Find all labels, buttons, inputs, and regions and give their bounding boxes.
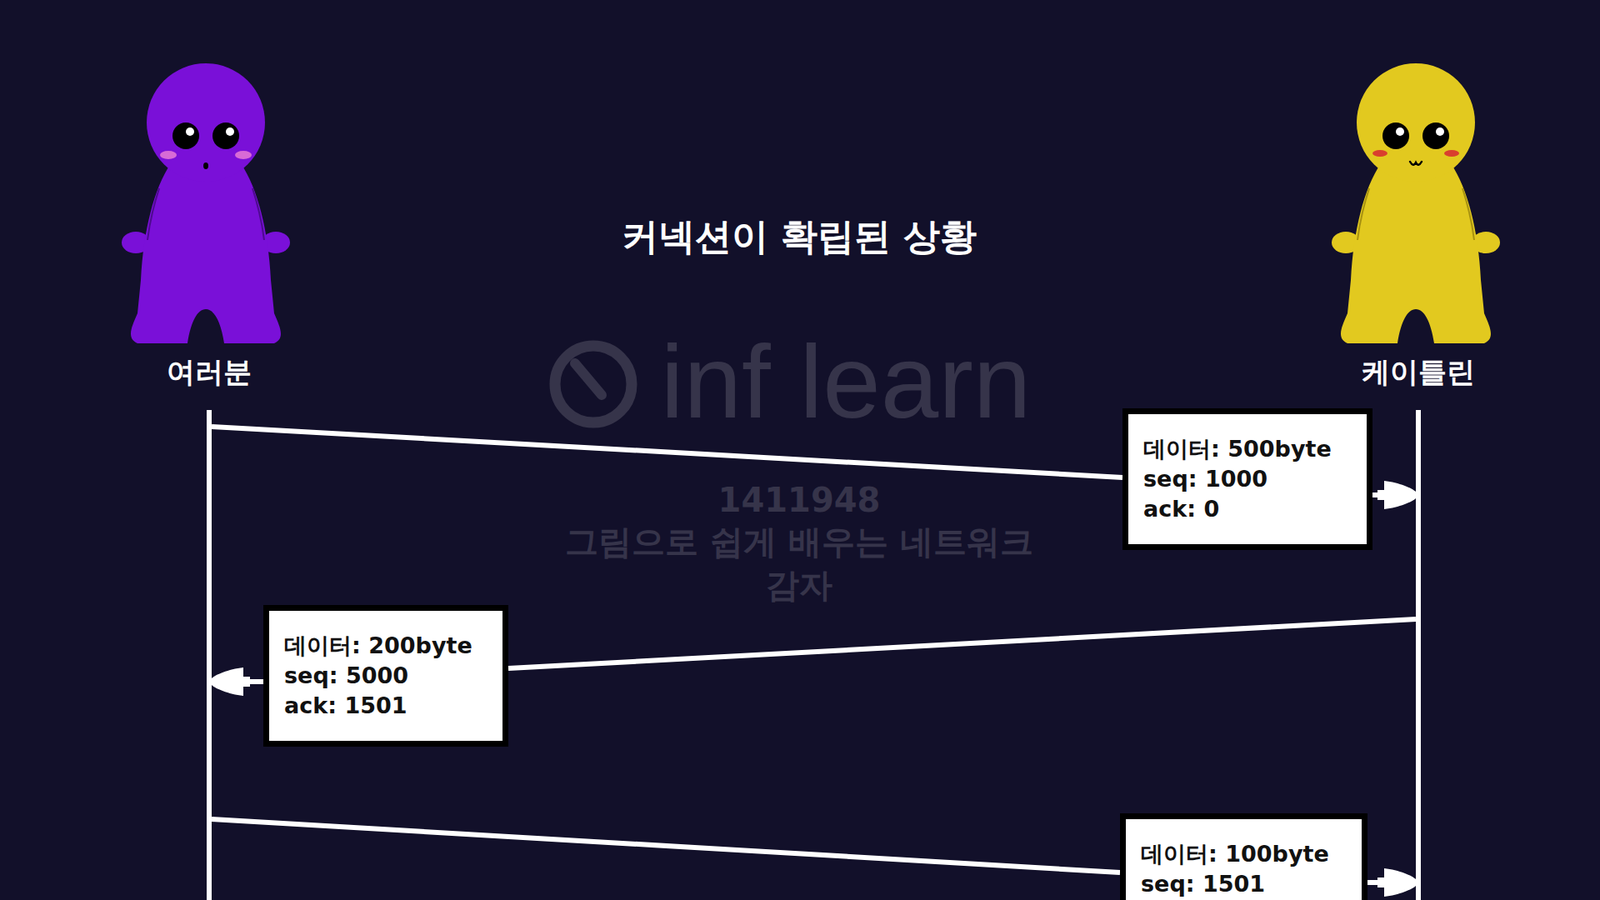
- message-field: ack: 1501: [284, 690, 481, 721]
- figure-eye: [1382, 122, 1410, 150]
- figure-head: [1356, 63, 1475, 182]
- figure-blush: [235, 150, 252, 160]
- message-field: 데이터: 100byte: [1140, 839, 1340, 870]
- message-box: 데이터: 100byteseq: 1501: [1120, 813, 1368, 900]
- watermark-icon: [555, 345, 632, 423]
- text-holder: 데이터: 100byteseq: 1501: [1140, 839, 1340, 900]
- text-holder: 데이터: 200byteseq: 5000ack: 1501: [284, 630, 481, 721]
- watermark-number: 1411948: [718, 480, 881, 520]
- message-field: 데이터: 200byte: [284, 630, 481, 661]
- eye-highlight: [1435, 127, 1445, 136]
- participant-name: 케이틀린: [1361, 355, 1475, 389]
- participant-name: 여러분: [166, 355, 252, 389]
- eye-highlight: [1395, 127, 1405, 136]
- figure-head: [146, 63, 265, 182]
- figure-eye: [1422, 122, 1450, 150]
- figure-blush: [1444, 150, 1460, 157]
- participant-lifeline: 여러분: [206, 410, 212, 900]
- message-field: seq: 1000: [1143, 464, 1345, 495]
- watermark-ring: [555, 345, 632, 423]
- message-field: 데이터: 500byte: [1143, 434, 1345, 465]
- figure-crease: [147, 188, 265, 240]
- figure-eye: [212, 122, 240, 150]
- message-box: 데이터: 200byteseq: 5000ack: 1501: [263, 605, 509, 747]
- figure-blush: [1372, 150, 1388, 157]
- eye-highlight: [185, 127, 195, 136]
- message-box: 데이터: 500byteseq: 1000ack: 0: [1122, 408, 1373, 550]
- message-arrow: [1372, 492, 1416, 498]
- figure-body: [1340, 163, 1491, 344]
- message-line: [508, 619, 1416, 669]
- figure-crease: [1357, 188, 1475, 240]
- yellow-figure: [1331, 63, 1500, 344]
- message-field: seq: 5000: [284, 660, 481, 691]
- message-field: seq: 1501: [1140, 869, 1340, 900]
- figure-mouth: [1410, 161, 1422, 165]
- message-arrow: [211, 679, 264, 685]
- eye-highlight: [225, 127, 235, 136]
- watermark-course: 그림으로 쉽게 배우는 네트워크: [565, 522, 1034, 561]
- text-holder: 데이터: 500byteseq: 1000ack: 0: [1143, 434, 1345, 525]
- text-holder: 여러분: [166, 355, 252, 389]
- watermark-logo: inf learn: [660, 321, 1032, 442]
- diagram-title: 커넥션이 확립된 상황: [621, 215, 978, 259]
- watermark-slash: [575, 363, 602, 395]
- figure-body: [130, 163, 281, 344]
- message-field: ack: 0: [1143, 494, 1345, 525]
- figure-mouth: [203, 162, 209, 170]
- figure-blush: [160, 150, 177, 160]
- watermark-author: 감자: [765, 565, 833, 605]
- message-line: [211, 819, 1120, 873]
- purple-figure: [121, 63, 290, 344]
- message-arrow: [1367, 880, 1416, 885]
- participant-lifeline: 케이틀린: [1415, 410, 1421, 900]
- text-holder: 케이틀린: [1361, 355, 1475, 389]
- figure-eye: [172, 122, 200, 150]
